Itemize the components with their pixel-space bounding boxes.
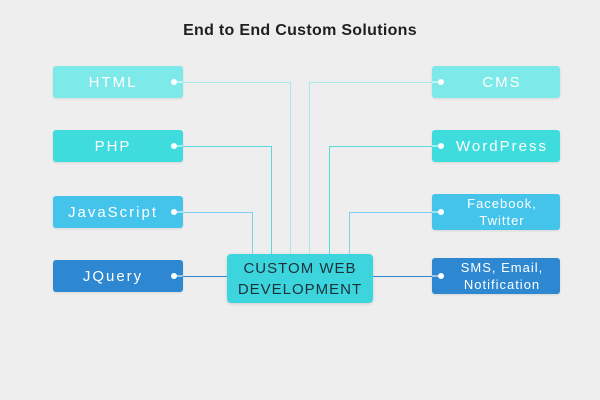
connector-stub (174, 145, 183, 147)
node-html: HTML (53, 66, 183, 98)
connector-sms-horizontal (373, 276, 432, 277)
connector-stub (174, 211, 183, 213)
connector-php-vertical (271, 146, 272, 254)
connector-stub (174, 81, 183, 83)
connector-dot (171, 209, 177, 215)
connector-jquery-horizontal (183, 276, 227, 277)
node-sms-email-notification: SMS, Email, Notification (432, 258, 560, 294)
connector-dot (438, 209, 444, 215)
node-wordpress: WordPress (432, 130, 560, 162)
node-cms: CMS (432, 66, 560, 98)
node-label: JavaScript (67, 203, 159, 221)
connector-dot (171, 79, 177, 85)
node-label-line1: SMS, Email, (460, 260, 544, 275)
connector-stub (174, 275, 183, 277)
connector-cms-horizontal (309, 82, 432, 83)
connector-wordpress-vertical (329, 146, 330, 254)
connector-dot (438, 273, 444, 279)
node-label-line2: Twitter (479, 213, 525, 228)
node-javascript: JavaScript (53, 196, 183, 228)
node-php: PHP (53, 130, 183, 162)
node-label: CMS (482, 73, 522, 91)
connector-stub (432, 81, 441, 83)
connector-html-vertical (290, 82, 291, 254)
connector-wordpress-horizontal (329, 146, 432, 147)
connector-facebook-vertical (349, 212, 350, 254)
connector-html-horizontal (183, 82, 290, 83)
diagram-title: End to End Custom Solutions (183, 22, 417, 39)
node-label: PHP (94, 137, 132, 155)
node-label: JQuery (82, 267, 144, 285)
node-facebook-twitter: Facebook, Twitter (432, 194, 560, 230)
node-custom-web-development: CUSTOM WEB DEVELOPMENT (227, 254, 373, 303)
center-label-line1: CUSTOM WEB (243, 259, 357, 277)
node-label-line2: Notification (463, 277, 541, 292)
node-label: HTML (88, 73, 138, 91)
center-label-line2: DEVELOPMENT (237, 280, 363, 298)
connector-dot (171, 143, 177, 149)
connector-javascript-horizontal (183, 212, 252, 213)
connector-stub (432, 211, 441, 213)
node-jquery: JQuery (53, 260, 183, 292)
connector-dot (438, 79, 444, 85)
connector-php-horizontal (183, 146, 271, 147)
connector-stub (432, 145, 441, 147)
connector-dot (438, 143, 444, 149)
connector-cms-vertical (309, 82, 310, 254)
node-label-line1: Facebook, (467, 196, 537, 211)
connector-facebook-horizontal (349, 212, 432, 213)
connector-stub (432, 275, 441, 277)
connector-dot (171, 273, 177, 279)
node-label: WordPress (456, 137, 548, 155)
connector-javascript-vertical (252, 212, 253, 254)
